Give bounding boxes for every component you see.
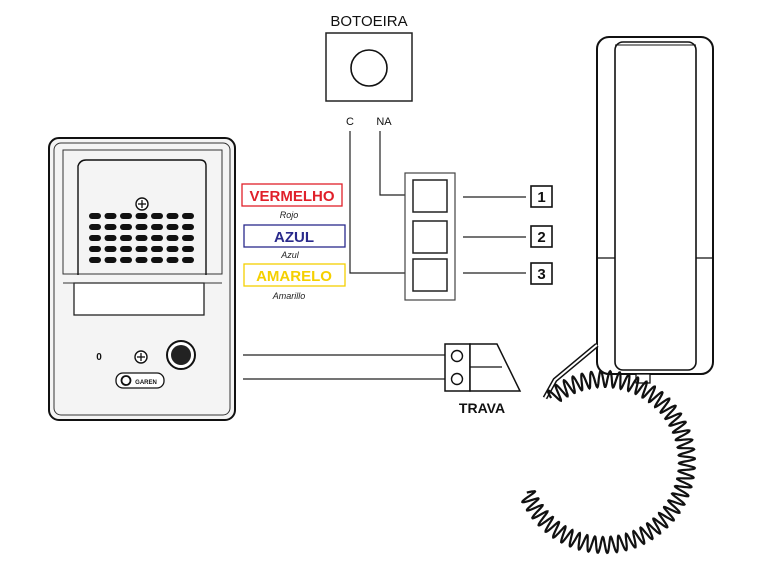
grille-slot — [104, 224, 117, 230]
grille-slot — [89, 235, 101, 241]
grille-slot — [151, 246, 163, 252]
grille-slot — [89, 246, 101, 252]
grille-slot — [89, 213, 101, 219]
grille-slot — [135, 213, 148, 219]
terminal-slot-3 — [412, 258, 448, 292]
terminal-slot-2 — [412, 220, 448, 254]
grille-slot — [166, 213, 179, 219]
grille-slot — [166, 246, 179, 252]
grille-slot — [151, 235, 163, 241]
grille-slot — [120, 235, 132, 241]
door-station-inner-frame — [53, 142, 231, 416]
legend-box-amarelo — [243, 263, 346, 287]
grille-slot — [182, 235, 194, 241]
legend-amarelo: AMARELO — [256, 268, 332, 285]
terminal-number-3: 3 — [537, 266, 545, 283]
round-button-icon — [171, 345, 191, 365]
speaker-hood — [77, 159, 207, 275]
grille-slot — [182, 257, 194, 263]
terminal-number-box-1 — [530, 185, 553, 208]
speaker-frame — [62, 149, 223, 275]
screw-icon — [135, 197, 149, 211]
grille-slot — [151, 213, 163, 219]
garen-logo-icon: GAREN — [115, 372, 165, 389]
grille-slot — [120, 224, 132, 230]
grille-slot — [182, 224, 194, 230]
coiled-cord — [521, 369, 697, 555]
terminal-number-box-2 — [530, 225, 553, 248]
grille-slot — [89, 257, 101, 263]
electric-lock — [444, 343, 522, 392]
grille-slot — [166, 257, 179, 263]
grille-slot — [120, 257, 132, 263]
grille-slot — [135, 257, 148, 263]
speaker-grille — [89, 213, 194, 263]
grille-slot — [104, 235, 117, 241]
terminal-number-1: 1 — [537, 189, 545, 206]
call-button[interactable] — [166, 340, 196, 370]
grille-slot — [151, 257, 163, 263]
terminal-na-label: NA — [376, 116, 392, 128]
grille-slot — [151, 224, 163, 230]
terminal-number-box-3 — [530, 262, 553, 285]
terminal-number-2: 2 — [537, 229, 545, 246]
grille-slot — [120, 246, 132, 252]
legend-box-azul — [243, 224, 346, 248]
grille-slot — [120, 213, 132, 219]
legend-vermelho: VERMELHO — [249, 188, 334, 205]
terminal-c-label: C — [346, 116, 354, 128]
grille-slot — [104, 246, 117, 252]
handset-receiver — [614, 41, 697, 371]
wire-c — [349, 131, 413, 274]
push-button-icon — [350, 49, 388, 87]
name-plate — [73, 282, 205, 316]
terminal-slot-1 — [412, 179, 448, 213]
legend-box-vermelho — [241, 183, 343, 207]
button-mark: 0 — [96, 352, 102, 363]
grille-slot — [166, 235, 179, 241]
legend-azul-sub: Azul — [280, 250, 300, 260]
door-station: 0 GAREN — [48, 137, 236, 421]
grille-slot — [182, 246, 194, 252]
grille-slot — [166, 224, 179, 230]
grille-slot — [89, 224, 101, 230]
interphone-handset — [596, 36, 714, 384]
grille-slot — [135, 224, 148, 230]
wire-na — [379, 131, 413, 196]
brand-logo-text: GAREN — [135, 380, 157, 386]
screw-icon-bottom — [134, 350, 148, 364]
grille-slot — [182, 213, 194, 219]
legend-azul: AZUL — [274, 229, 314, 246]
lock-label: TRAVA — [459, 400, 505, 416]
legend-vermelho-sub: Rojo — [280, 210, 299, 220]
legend-amarelo-sub: Amarillo — [272, 291, 306, 301]
grille-slot — [135, 246, 148, 252]
botoeira-title: BOTOEIRA — [330, 13, 407, 30]
wire-legend: VERMELHO Rojo AZUL Azul AMARELO Amarillo — [241, 183, 346, 301]
grille-slot — [104, 257, 117, 263]
grille-slot — [135, 235, 148, 241]
grille-slot — [104, 213, 117, 219]
